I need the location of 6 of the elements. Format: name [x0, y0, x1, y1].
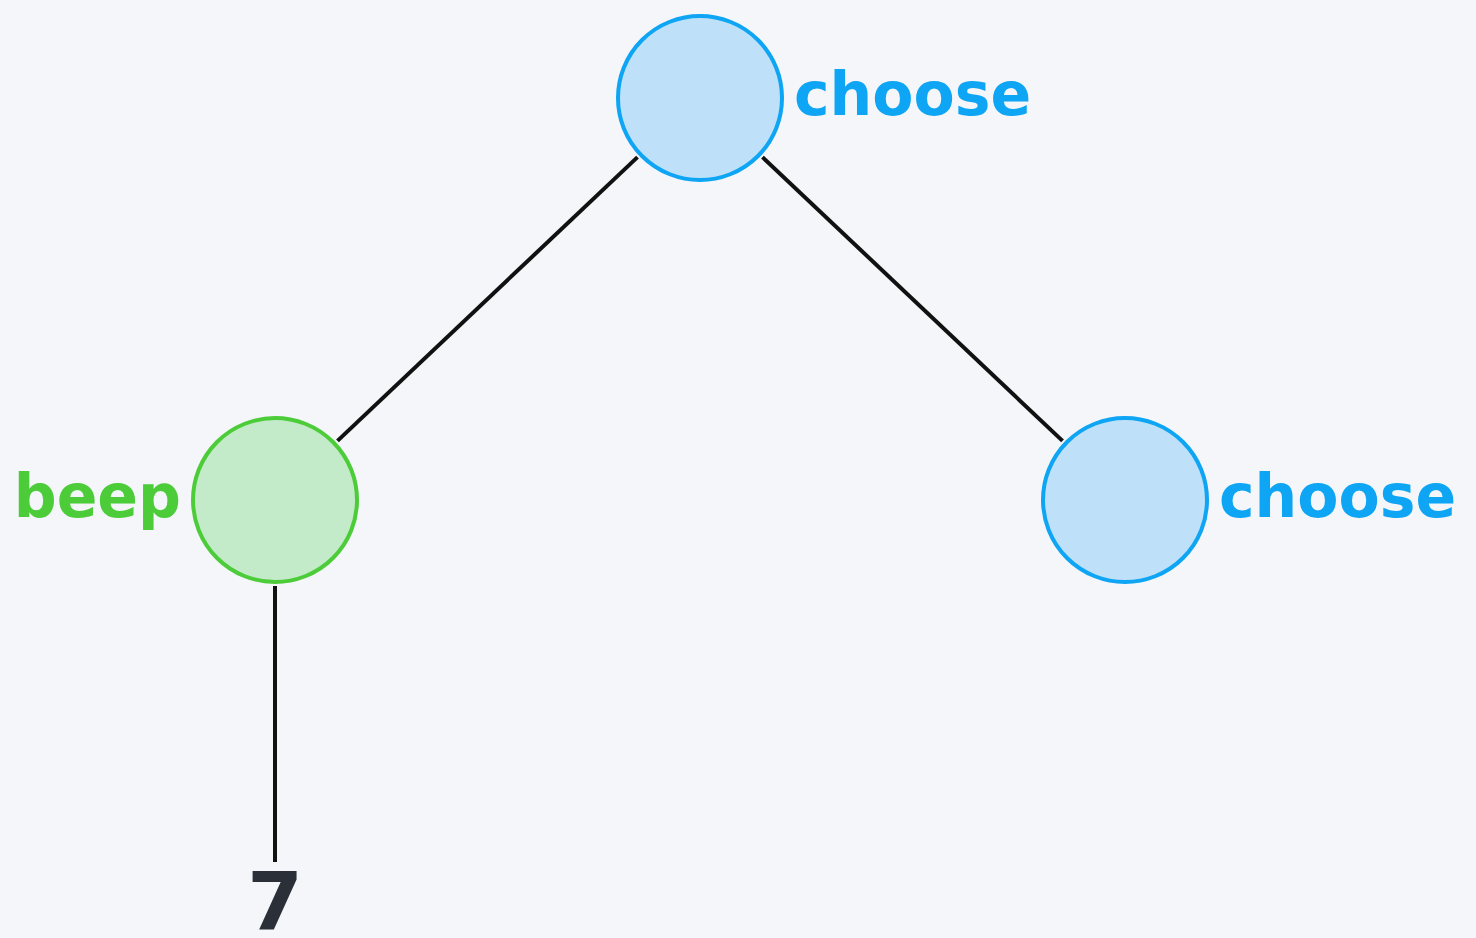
- leaf-value: 7: [235, 862, 315, 938]
- node-label: choose: [794, 64, 1032, 124]
- tree-edge: [273, 586, 277, 862]
- node-label: choose: [1219, 466, 1457, 526]
- tree-edge: [761, 155, 1064, 443]
- tree-edge: [336, 155, 639, 443]
